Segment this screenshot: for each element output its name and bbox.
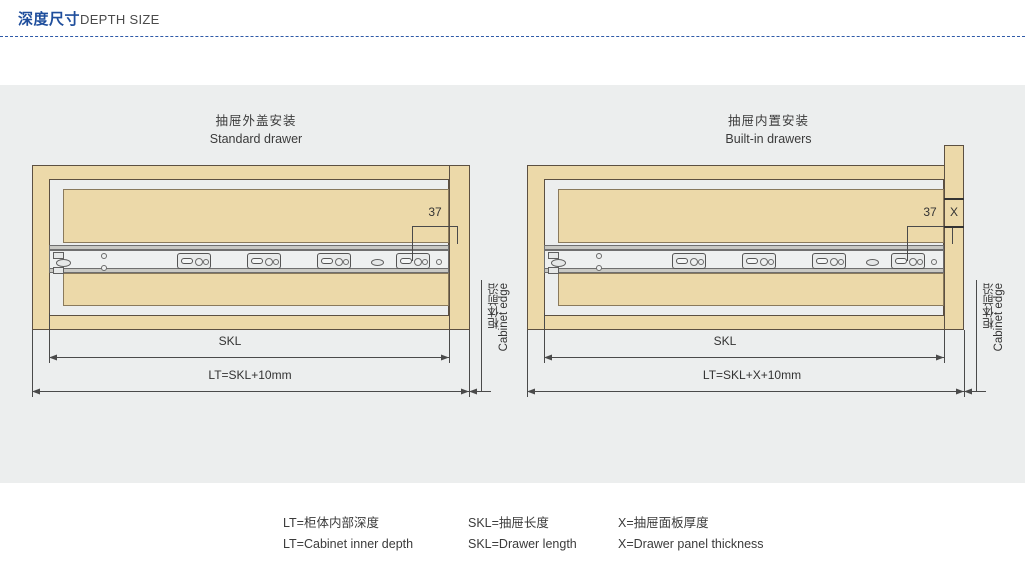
drawer-box-upper — [63, 189, 449, 243]
legend-item-x-en: X=Drawer panel thickness — [618, 537, 764, 551]
drawer-box-lower — [558, 273, 944, 306]
rail-end-oval — [56, 259, 71, 267]
cabinet-edge-arrow-standard — [469, 388, 477, 395]
legend-item-x: X=抽屉面板厚度 X=Drawer panel thickness — [618, 513, 764, 555]
drawer-front-panel — [449, 165, 470, 330]
diagram-title-standard-cn: 抽屉外盖安装 — [215, 114, 297, 128]
dim-lt-ext-left — [527, 330, 528, 397]
rail-end-tab-lower — [53, 267, 64, 274]
page-header: 深度尺寸DEPTH SIZE — [0, 0, 1025, 40]
legend-item-skl-cn: SKL=抽屉长度 — [468, 516, 549, 530]
dim-lt-ext-right — [964, 330, 965, 397]
rail-end-tab-lower — [548, 267, 559, 274]
rail-hole-left-upper — [101, 253, 107, 259]
rail-slot-mid — [866, 259, 879, 266]
page-title: 深度尺寸DEPTH SIZE — [18, 11, 160, 29]
dim-skl-arrows — [49, 354, 449, 361]
diagram-title-builtin-en: Built-in drawers — [725, 132, 812, 146]
rail-end-tab-upper — [53, 252, 64, 259]
dim-lt-label-builtin: LT=SKL+X+10mm — [702, 368, 802, 382]
legend-item-lt-en: LT=Cabinet inner depth — [283, 537, 414, 551]
cabinet-edge-line-standard — [481, 280, 482, 392]
cabinet-edge-leader-standard — [469, 391, 491, 392]
dim-37-label-standard: 37 — [428, 205, 442, 219]
dim-lt-ext-right — [469, 330, 470, 397]
header-divider — [0, 36, 1025, 37]
dim-x-tick-bottom — [944, 226, 964, 228]
cabinet-edge-label-en-standard: Cabinet edge — [498, 283, 510, 352]
cabinet-edge-label-en-builtin: Cabinet edge — [993, 283, 1005, 352]
legend-item-x-cn: X=抽屉面板厚度 — [618, 516, 709, 530]
dim-lt-line-builtin — [527, 391, 964, 392]
dim-skl-label-builtin: SKL — [713, 334, 737, 348]
dim-37-tick-right — [952, 226, 953, 244]
rail-end-oval — [551, 259, 566, 267]
rail-slot-mid — [371, 259, 384, 266]
dim-skl-ext-left — [544, 313, 545, 363]
dim-lt-ext-left — [32, 330, 33, 397]
legend-item-lt: LT=柜体内部深度 LT=Cabinet inner depth — [283, 513, 413, 555]
dim-skl-line-builtin — [544, 357, 944, 358]
dim-lt-label-standard: LT=SKL+10mm — [208, 368, 292, 382]
diagram-title-builtin-cn: 抽屉内置安装 — [727, 114, 809, 128]
rail-hole-left-upper — [596, 253, 602, 259]
cabinet-edge-line-builtin — [976, 280, 977, 392]
drawer-front-panel-builtin — [944, 145, 964, 330]
dim-skl-ext-left — [49, 313, 50, 363]
legend: LT=柜体内部深度 LT=Cabinet inner depth SKL=抽屉长… — [0, 505, 1025, 568]
diagram-standard-drawer: 抽屉外盖安装 Standard drawer — [0, 85, 512, 483]
diagram-title-builtin: 抽屉内置安装 Built-in drawers — [512, 113, 1025, 147]
dim-37-leader — [412, 226, 458, 227]
legend-item-lt-cn: LT=柜体内部深度 — [283, 516, 379, 530]
dim-x-tick-top — [944, 198, 964, 200]
dim-x-label-builtin: X — [949, 205, 958, 219]
dim-37-tick-left — [412, 226, 413, 261]
dim-lt-arrows — [32, 388, 469, 395]
slide-rail-top-band — [544, 245, 944, 250]
dim-skl-ext-right — [449, 330, 450, 363]
dim-37-leader — [907, 226, 953, 227]
dim-skl-label-standard: SKL — [218, 334, 242, 348]
cabinet-edge-arrow-builtin — [964, 388, 972, 395]
slide-rail-top-band — [49, 245, 449, 250]
page-title-cn: 深度尺寸 — [18, 11, 81, 28]
diagram-built-in-drawers: 抽屉内置安装 Built-in drawers — [512, 85, 1025, 483]
dim-37-label-builtin: 37 — [923, 205, 937, 219]
dim-skl-arrows — [544, 354, 944, 361]
legend-item-skl-en: SKL=Drawer length — [468, 537, 577, 551]
rail-hole-right — [436, 259, 442, 265]
dim-37-tick-left — [907, 226, 908, 261]
diagram-stage: 抽屉外盖安装 Standard drawer — [0, 85, 1025, 551]
dim-skl-line-standard — [49, 357, 449, 358]
diagram-title-standard: 抽屉外盖安装 Standard drawer — [0, 113, 512, 147]
diagram-title-standard-en: Standard drawer — [209, 132, 303, 146]
dim-skl-ext-right — [944, 330, 945, 363]
drawer-box-lower — [63, 273, 449, 306]
dim-37-tick-right — [457, 226, 458, 244]
rail-hole-left-lower — [101, 265, 107, 271]
rail-hole-left-lower — [596, 265, 602, 271]
dim-lt-arrows — [527, 388, 964, 395]
page-title-en: DEPTH SIZE — [80, 12, 160, 27]
legend-item-skl: SKL=抽屉长度 SKL=Drawer length — [468, 513, 577, 555]
cabinet-edge-leader-builtin — [964, 391, 986, 392]
dim-lt-line-standard — [32, 391, 469, 392]
rail-hole-right — [931, 259, 937, 265]
drawer-box-upper — [558, 189, 944, 243]
rail-end-tab-upper — [548, 252, 559, 259]
